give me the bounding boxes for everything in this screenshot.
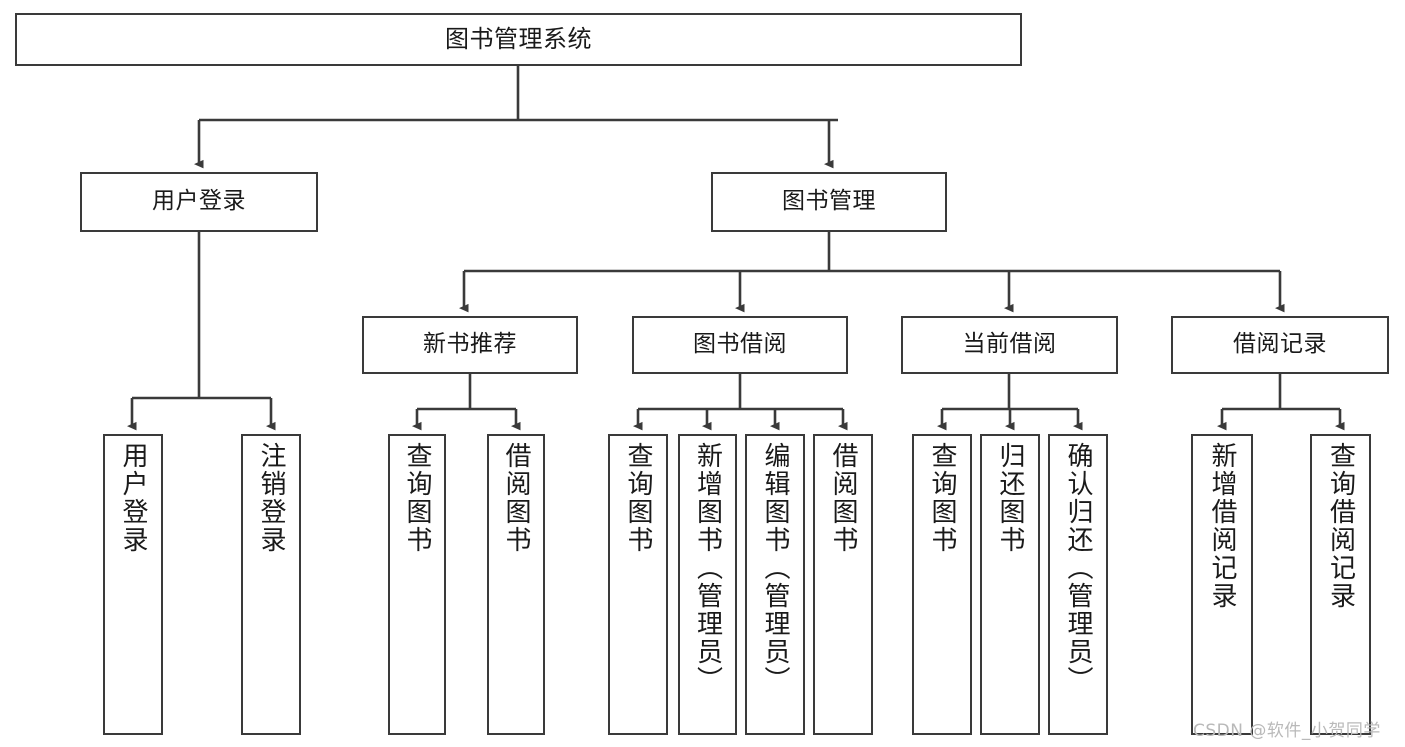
node-book-manage[interactable]: 图书管理 (711, 172, 947, 232)
node-root-label: 图书管理系统 (445, 25, 592, 54)
leaf-confirm-return-label: 确认归还（管理员） (1063, 442, 1093, 694)
leaf-query-book-current-label: 查询图书 (927, 442, 957, 554)
node-user-login[interactable]: 用户登录 (80, 172, 318, 232)
node-borrow-record-label: 借阅记录 (1233, 331, 1327, 358)
leaf-query-book-current[interactable]: 查询图书 (912, 434, 972, 735)
leaf-add-book-label: 新增图书（管理员） (692, 442, 723, 694)
leaf-logout-label: 注销登录 (256, 442, 286, 554)
leaf-query-record-label: 查询借阅记录 (1325, 442, 1356, 610)
node-book-borrow-label: 图书借阅 (693, 331, 787, 358)
leaf-confirm-return[interactable]: 确认归还（管理员） (1048, 434, 1108, 735)
node-current-borrow[interactable]: 当前借阅 (901, 316, 1118, 374)
leaf-borrow-book-rec-label: 借阅图书 (501, 442, 531, 554)
leaf-edit-book-label: 编辑图书（管理员） (760, 442, 790, 694)
leaf-query-book-borrow[interactable]: 查询图书 (608, 434, 668, 735)
leaf-borrow-book[interactable]: 借阅图书 (813, 434, 873, 735)
leaf-return-book-label: 归还图书 (995, 442, 1025, 554)
node-current-borrow-label: 当前借阅 (962, 331, 1057, 358)
node-root[interactable]: 图书管理系统 (15, 13, 1022, 66)
leaf-user-login[interactable]: 用户登录 (103, 434, 163, 735)
watermark: CSDN @软件_小贺同学 (1193, 721, 1381, 741)
leaf-query-book-borrow-label: 查询图书 (623, 442, 653, 554)
leaf-logout[interactable]: 注销登录 (241, 434, 301, 735)
leaf-query-book-rec-label: 查询图书 (402, 442, 432, 554)
leaf-add-book[interactable]: 新增图书（管理员） (678, 434, 737, 735)
node-borrow-record[interactable]: 借阅记录 (1171, 316, 1389, 374)
leaf-add-record-label: 新增借阅记录 (1207, 442, 1237, 610)
leaf-user-login-label: 用户登录 (118, 442, 148, 554)
node-new-book-rec-label: 新书推荐 (423, 331, 517, 358)
leaf-edit-book[interactable]: 编辑图书（管理员） (745, 434, 805, 735)
leaf-borrow-book-rec[interactable]: 借阅图书 (487, 434, 545, 735)
leaf-add-record[interactable]: 新增借阅记录 (1191, 434, 1253, 735)
node-user-login-label: 用户登录 (152, 188, 246, 215)
leaf-return-book[interactable]: 归还图书 (980, 434, 1040, 735)
leaf-query-book-rec[interactable]: 查询图书 (388, 434, 446, 735)
leaf-borrow-book-label: 借阅图书 (828, 442, 858, 554)
node-book-borrow[interactable]: 图书借阅 (632, 316, 848, 374)
node-new-book-rec[interactable]: 新书推荐 (362, 316, 578, 374)
leaf-query-record[interactable]: 查询借阅记录 (1310, 434, 1371, 735)
node-book-manage-label: 图书管理 (782, 188, 876, 215)
